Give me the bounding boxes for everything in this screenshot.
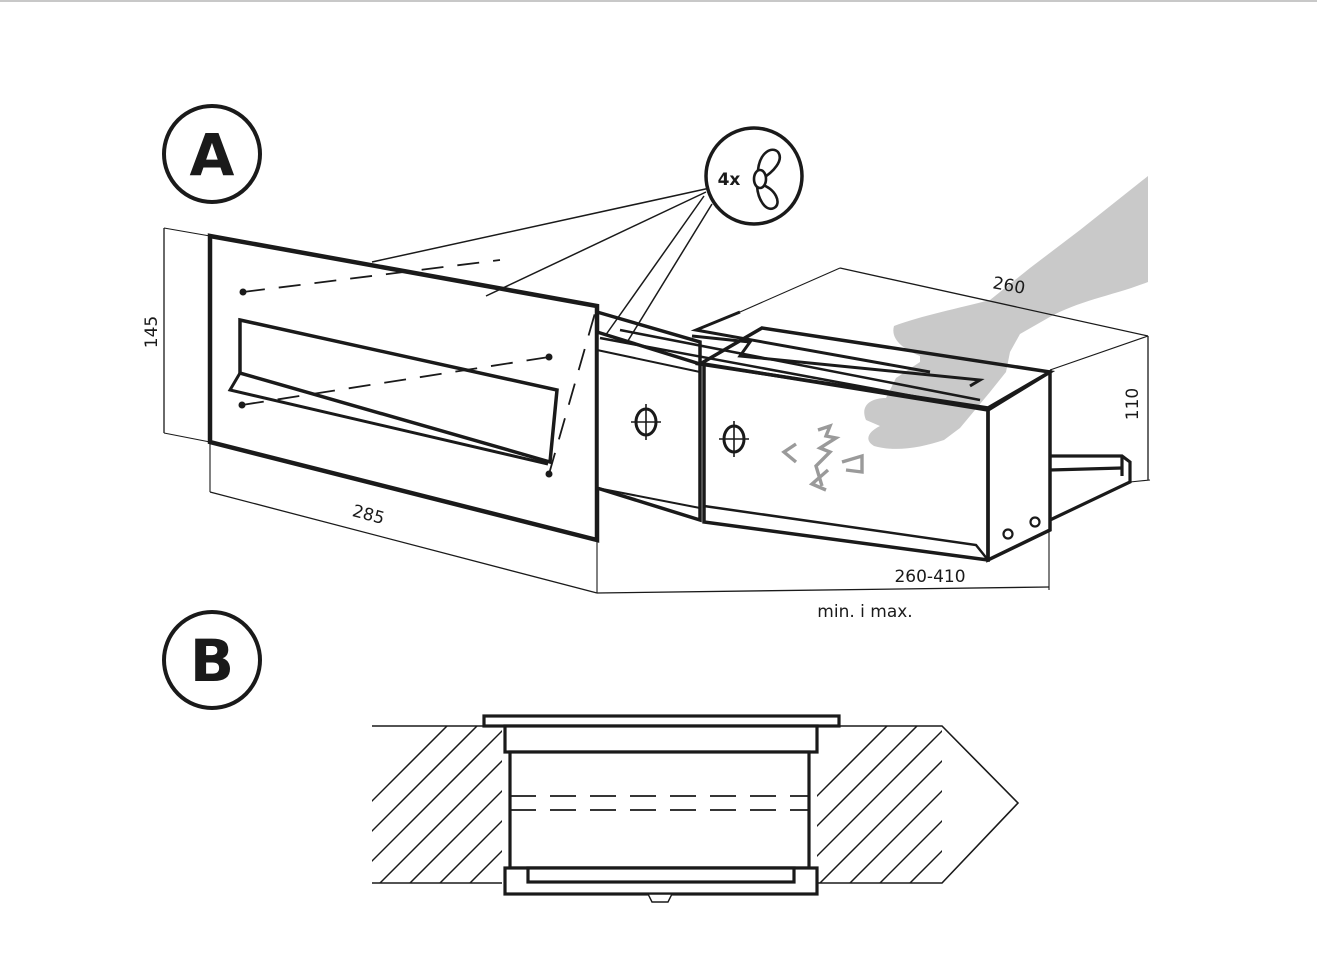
wall-right [817,725,1020,884]
wing-nut-icon [752,148,781,211]
mailbox-body [599,310,1056,563]
end-hole [1029,516,1041,528]
dimension-note: min. i max. [817,602,912,622]
hand-silhouette [864,176,1148,449]
wall-left [372,725,502,884]
dimension-260-410-label: 260-410 [894,567,965,587]
fastener-leaders [371,187,713,345]
panel-a-label: A [162,104,262,204]
dimension-110: 110 [1049,335,1151,483]
box-hole [719,421,749,457]
panel-b-letter: B [190,627,234,695]
panel-b-label: B [162,610,262,710]
fastener-badge: 4x [704,126,804,226]
panel-b: B [162,610,1020,903]
dimension-145-label: 145 [142,316,162,348]
panel-a: A 145 285 260-410 min. i max. [142,104,1151,622]
mailbox-section [482,714,841,903]
sleeve-hole [631,404,661,440]
panel-a-letter: A [190,121,235,189]
dimension-145: 145 [142,227,211,443]
dimension-110-label: 110 [1123,388,1143,420]
mail-slot [238,317,559,465]
slide-arrows-icon [781,423,864,492]
end-hole [1002,528,1014,540]
dimension-285-label: 285 [350,501,387,529]
screw-hole [545,353,553,361]
fastener-count: 4x [718,170,741,190]
extension-sleeve [595,310,702,523]
front-plate [207,233,600,543]
top-border [0,0,1317,2]
bottom-rail [1049,454,1132,522]
dimension-260-410: 260-410 min. i max. [596,530,1050,622]
